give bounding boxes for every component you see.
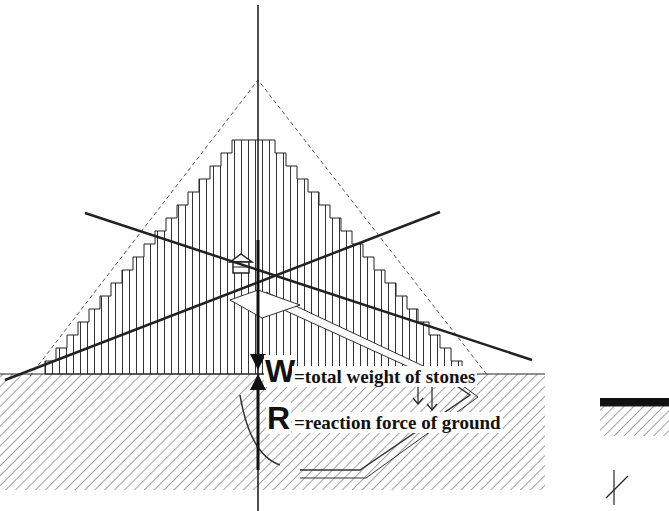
side-figure: [600, 398, 669, 505]
force-description: =reaction force of ground: [292, 412, 503, 433]
ground-hatch: [0, 374, 545, 490]
pyramid-outline: [30, 80, 488, 376]
force-symbol: R: [266, 402, 291, 434]
chamber: [230, 290, 300, 318]
force-line: [257, 390, 260, 470]
force-line: [257, 240, 260, 366]
thrust-line: [5, 212, 440, 380]
force-description: =total weight of stones: [292, 366, 477, 387]
axis-line: [257, 5, 259, 511]
thrust-line: [85, 213, 532, 360]
